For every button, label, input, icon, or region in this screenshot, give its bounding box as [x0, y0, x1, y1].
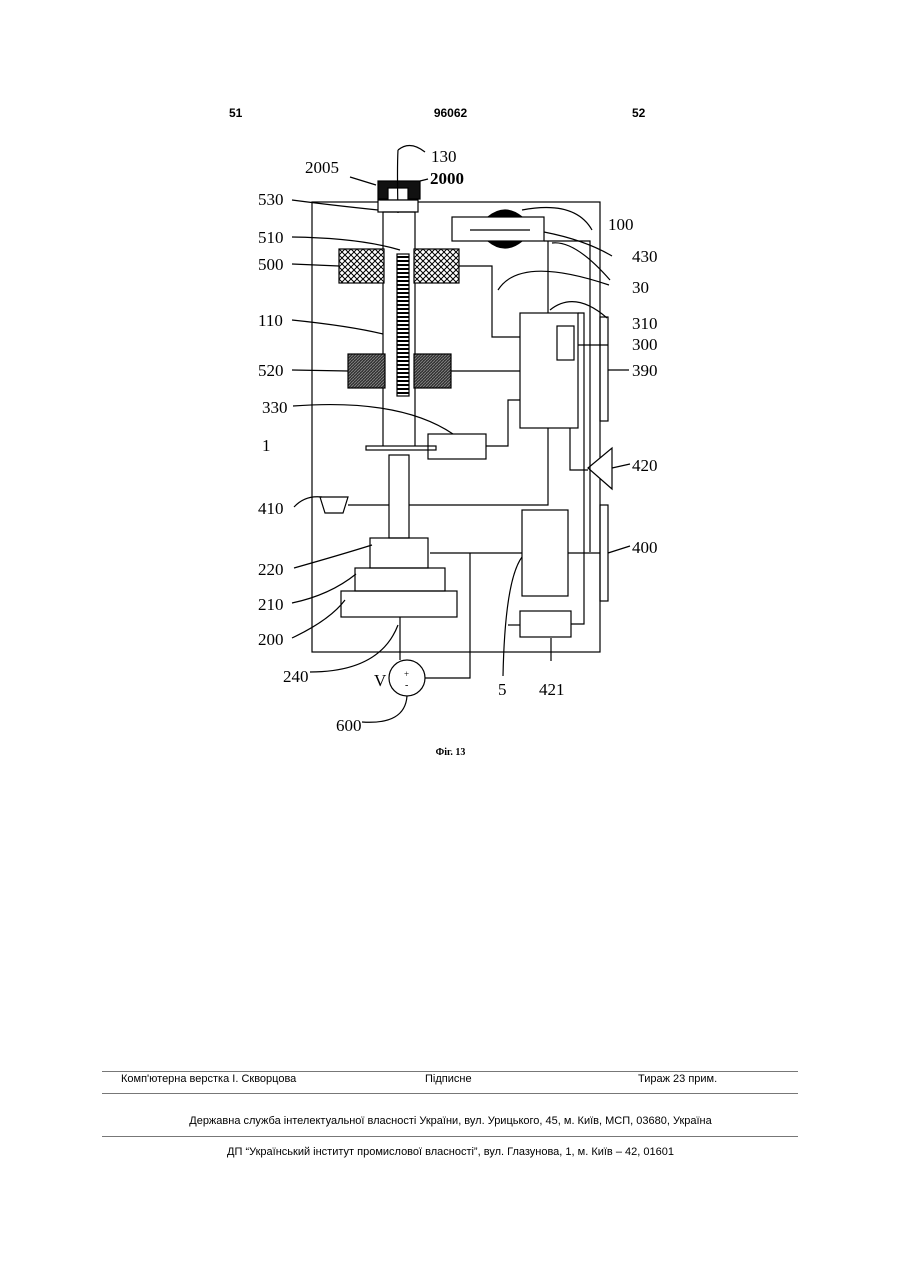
- label-v: V: [374, 671, 387, 690]
- label-390: 390: [632, 361, 658, 380]
- voltmeter-plus: +: [404, 669, 409, 679]
- footer-circulation: Тираж 23 прим.: [638, 1073, 717, 1085]
- block-200: [341, 591, 457, 617]
- label-130: 130: [431, 147, 457, 166]
- label-530: 530: [258, 190, 284, 209]
- footer-layout-credit: Комп'ютерна верстка І. Скворцова: [121, 1073, 296, 1085]
- label-240: 240: [283, 667, 309, 686]
- magnet-500-left: [339, 249, 384, 283]
- unit-5: [522, 510, 568, 596]
- controller-300: [520, 313, 578, 428]
- label-410: 410: [258, 499, 284, 518]
- lamp-410: [320, 497, 348, 513]
- coil-520-left: [348, 354, 385, 388]
- display-430: [452, 217, 544, 241]
- label-330: 330: [262, 398, 288, 417]
- label-500: 500: [258, 255, 284, 274]
- coil-520-right: [414, 354, 451, 388]
- label-5: 5: [498, 680, 507, 699]
- footer-rule-2: [102, 1093, 798, 1094]
- sensor-330: [428, 434, 486, 459]
- label-300: 300: [632, 335, 658, 354]
- voltmeter-minus: -: [405, 680, 408, 691]
- block-210: [355, 568, 445, 591]
- label-2005: 2005: [305, 158, 339, 177]
- rack-510: [397, 254, 409, 396]
- label-100: 100: [608, 215, 634, 234]
- footer-agency: Державна служба інтелектуальної власност…: [0, 1115, 901, 1127]
- label-30: 30: [632, 278, 649, 297]
- unit-421: [520, 611, 571, 637]
- footer-signed: Підписне: [425, 1073, 472, 1085]
- label-520: 520: [258, 361, 284, 380]
- label-600: 600: [336, 716, 362, 735]
- footer-rule-3: [102, 1136, 798, 1137]
- label-430: 430: [632, 247, 658, 266]
- label-420: 420: [632, 456, 658, 475]
- label-400: 400: [632, 538, 658, 557]
- magnet-500-right: [414, 249, 459, 283]
- block-220: [370, 538, 428, 568]
- label-2000: 2000: [430, 169, 464, 188]
- piston-220: [389, 455, 409, 538]
- label-1: 1: [262, 436, 271, 455]
- label-310: 310: [632, 314, 658, 333]
- label-510: 510: [258, 228, 284, 247]
- label-200: 200: [258, 630, 284, 649]
- label-110: 110: [258, 311, 283, 330]
- footer-institute: ДП “Український інститут промислової вла…: [0, 1146, 901, 1158]
- figure-caption: Фіг. 13: [0, 747, 901, 758]
- label-421: 421: [539, 680, 565, 699]
- footer-rule-1: [102, 1071, 798, 1072]
- label-210: 210: [258, 595, 284, 614]
- label-220: 220: [258, 560, 284, 579]
